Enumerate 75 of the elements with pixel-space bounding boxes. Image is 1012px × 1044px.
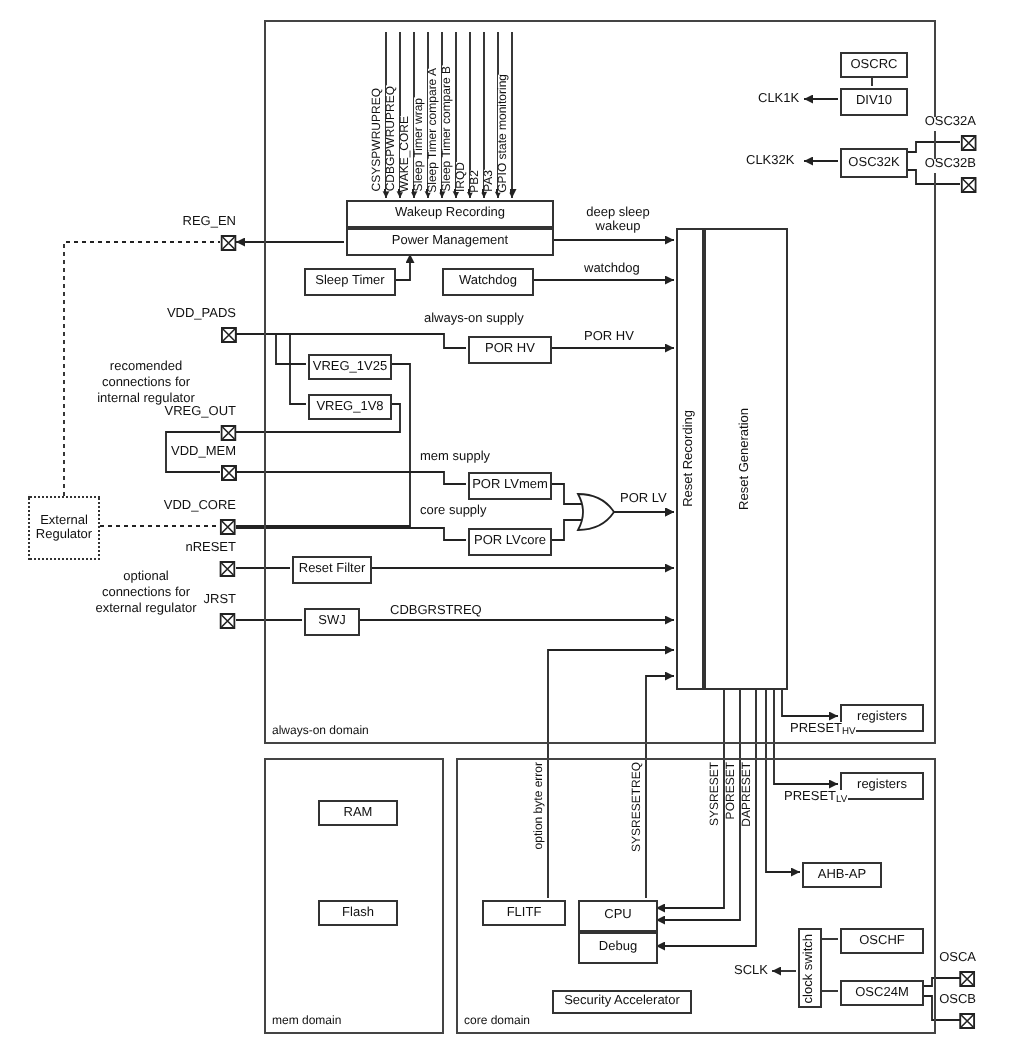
process-box — [840, 148, 908, 178]
process-box — [482, 900, 566, 926]
arrow — [369, 563, 675, 573]
connector-line — [235, 403, 401, 433]
connector-line — [235, 527, 467, 541]
connector-line — [819, 990, 839, 992]
arrow — [531, 275, 675, 285]
process-box — [304, 608, 360, 636]
arrow — [655, 687, 741, 925]
process-box — [346, 228, 554, 256]
process-box — [308, 394, 392, 420]
connector-line — [921, 977, 961, 987]
connector-line — [235, 363, 411, 527]
arrow — [451, 31, 461, 199]
arrow — [357, 615, 675, 625]
connector-line — [235, 619, 303, 621]
arrow — [423, 31, 433, 199]
process-box — [676, 228, 704, 690]
arrow — [803, 94, 839, 104]
regulator-box — [28, 496, 100, 560]
process-box — [840, 704, 924, 732]
dashed-connector — [63, 241, 221, 497]
arrow — [395, 31, 405, 199]
arrow — [765, 687, 801, 877]
process-box — [840, 772, 924, 800]
arrow — [393, 253, 415, 281]
arrow — [479, 31, 489, 199]
process-box — [840, 928, 924, 954]
arrow — [547, 645, 675, 899]
process-box — [468, 472, 552, 500]
process-box — [578, 900, 658, 932]
process-box — [304, 268, 396, 296]
arrow — [409, 31, 419, 199]
process-box — [308, 354, 392, 380]
connector-line — [165, 431, 221, 473]
domain-panel — [264, 758, 444, 1034]
process-box — [552, 990, 692, 1014]
arrow — [437, 31, 447, 199]
process-box — [840, 88, 908, 116]
process-box — [346, 200, 554, 228]
process-box — [468, 528, 552, 556]
arrow — [655, 687, 725, 913]
process-box — [318, 900, 398, 926]
connector-line — [905, 169, 961, 185]
process-box — [468, 336, 552, 364]
arrow — [465, 31, 475, 199]
arrow — [551, 235, 675, 245]
arrow — [235, 237, 345, 247]
connector-line — [819, 938, 839, 940]
process-box — [840, 52, 908, 78]
connector-line — [235, 333, 307, 405]
connector-line — [235, 567, 291, 569]
process-box — [802, 862, 882, 888]
arrow — [803, 156, 839, 166]
arrow — [549, 343, 675, 353]
dashed-connector — [99, 525, 221, 527]
connector-line — [235, 471, 467, 485]
connector-line — [921, 995, 961, 1021]
process-box — [442, 268, 534, 296]
connector-line — [905, 141, 961, 153]
process-box — [798, 928, 822, 1008]
process-box — [318, 800, 398, 826]
arrow — [493, 31, 503, 199]
arrow — [781, 687, 839, 721]
arrow — [381, 31, 391, 199]
arrow — [645, 671, 675, 899]
arrow — [773, 687, 839, 789]
process-box — [578, 932, 658, 964]
arrow — [655, 687, 757, 951]
arrow — [507, 31, 517, 199]
process-box — [840, 980, 924, 1006]
process-box — [704, 228, 788, 690]
arrow — [771, 966, 797, 976]
process-box — [292, 556, 372, 584]
arrow — [549, 507, 675, 541]
